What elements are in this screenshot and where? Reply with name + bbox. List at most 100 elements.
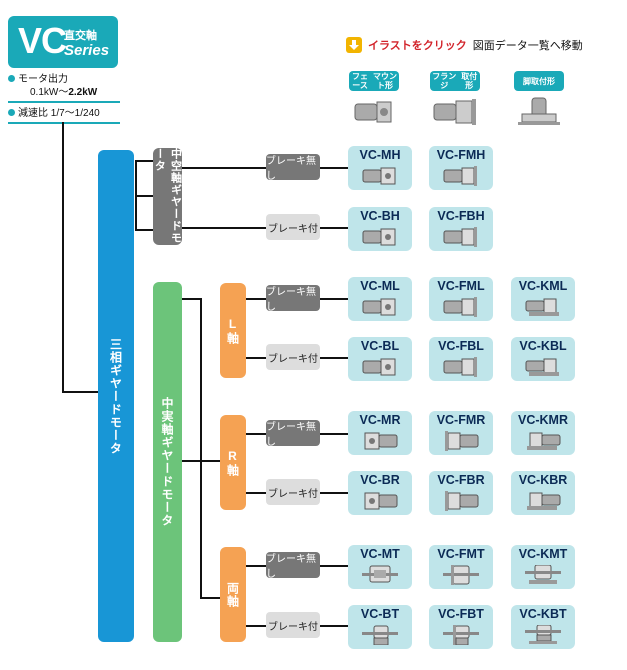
motor-icon bbox=[443, 166, 477, 186]
motor-icon bbox=[527, 492, 561, 510]
product-card[interactable]: VC-BH bbox=[348, 207, 412, 251]
product-card[interactable]: VC-FML bbox=[429, 277, 493, 321]
connector bbox=[182, 460, 202, 462]
motor-icon bbox=[445, 431, 479, 451]
flange-mount-motor-icon[interactable] bbox=[430, 96, 480, 128]
motor-icon bbox=[445, 491, 479, 511]
connector bbox=[182, 167, 266, 169]
product-name: VC-KMT bbox=[518, 547, 568, 561]
motor-icon bbox=[443, 625, 479, 645]
product-card[interactable]: VC-KBL bbox=[511, 337, 575, 381]
product-name: VC-BT bbox=[360, 607, 400, 621]
motor-icon bbox=[527, 432, 561, 450]
motor-icon bbox=[362, 565, 398, 583]
product-name: VC-FBR bbox=[437, 473, 485, 487]
product-card[interactable]: VC-ML bbox=[348, 277, 412, 321]
product-name: VC-MH bbox=[359, 148, 401, 162]
brake-none: ブレーキ無し bbox=[266, 154, 320, 182]
brake-with: ブレーキ付 bbox=[266, 479, 320, 505]
product-name: VC-FBT bbox=[438, 607, 484, 621]
illust-link-rest: 図面データ一覧へ移動 bbox=[472, 40, 583, 52]
product-card[interactable]: VC-FBL bbox=[429, 337, 493, 381]
product-card[interactable]: VC-KMT bbox=[511, 545, 575, 589]
product-name: VC-FBL bbox=[438, 339, 484, 353]
motor-icon bbox=[443, 297, 477, 317]
motor-icon bbox=[525, 358, 559, 376]
motor-icon bbox=[525, 298, 559, 316]
illust-link-text[interactable]: イラストをクリック bbox=[368, 40, 467, 52]
product-card[interactable]: VC-BT bbox=[348, 605, 412, 649]
motor-icon bbox=[443, 565, 479, 585]
spec-output-range: 0.1kW～2.2kW bbox=[30, 87, 97, 99]
product-card[interactable]: VC-BL bbox=[348, 337, 412, 381]
product-card[interactable]: VC-KMR bbox=[511, 411, 575, 455]
product-card[interactable]: VC-MR bbox=[348, 411, 412, 455]
brake-with: ブレーキ付 bbox=[266, 612, 320, 638]
connector bbox=[320, 492, 348, 494]
motor-icon bbox=[362, 167, 396, 185]
series-logo: VC 直交軸 Series bbox=[8, 16, 118, 68]
motor-icon bbox=[362, 298, 396, 316]
connector bbox=[246, 298, 266, 300]
connector bbox=[62, 391, 98, 393]
product-name: VC-KBR bbox=[518, 473, 568, 487]
logo-ja: 直交軸 bbox=[64, 30, 97, 42]
connector bbox=[182, 227, 266, 229]
logo-en: Series bbox=[64, 42, 110, 59]
product-name: VC-ML bbox=[360, 279, 400, 293]
face-mount-motor-icon[interactable] bbox=[349, 96, 399, 128]
connector bbox=[135, 229, 153, 231]
l-axis: L軸 bbox=[220, 283, 246, 378]
illust-link[interactable]: イラストをクリック 図面データ一覧へ移動 bbox=[346, 37, 583, 53]
brake-with: ブレーキ付 bbox=[266, 344, 320, 370]
product-name: VC-BL bbox=[360, 339, 400, 353]
connector bbox=[200, 298, 202, 598]
spec-output: モータ出力 bbox=[8, 74, 120, 86]
product-name: VC-KMR bbox=[518, 413, 568, 427]
product-card[interactable]: VC-FMR bbox=[429, 411, 493, 455]
product-card[interactable]: VC-FMH bbox=[429, 146, 493, 190]
product-card[interactable]: VC-MH bbox=[348, 146, 412, 190]
hollow-shaft-motor: 中空軸ギヤードモータ bbox=[153, 148, 182, 245]
product-card[interactable]: VC-FBH bbox=[429, 207, 493, 251]
bullet-icon bbox=[8, 75, 15, 82]
bullet-icon bbox=[8, 109, 15, 116]
connector bbox=[246, 565, 266, 567]
connector bbox=[246, 357, 266, 359]
product-card[interactable]: VC-BR bbox=[348, 471, 412, 515]
product-card[interactable]: VC-KBR bbox=[511, 471, 575, 515]
motor-icon bbox=[364, 492, 398, 510]
product-name: VC-FMT bbox=[437, 547, 485, 561]
product-name: VC-BH bbox=[360, 209, 400, 223]
product-card[interactable]: VC-KBT bbox=[511, 605, 575, 649]
product-card[interactable]: VC-FMT bbox=[429, 545, 493, 589]
motor-icon bbox=[525, 625, 561, 644]
connector bbox=[246, 492, 266, 494]
product-name: VC-MT bbox=[360, 547, 400, 561]
product-card[interactable]: VC-KML bbox=[511, 277, 575, 321]
spec-output-label: モータ出力 bbox=[18, 74, 68, 85]
spec-output-min: 0.1kW～ bbox=[30, 87, 69, 98]
connector bbox=[320, 357, 348, 359]
product-name: VC-KML bbox=[518, 279, 568, 293]
connector bbox=[320, 227, 348, 229]
motor-icon bbox=[362, 228, 396, 246]
product-card[interactable]: VC-FBR bbox=[429, 471, 493, 515]
connector bbox=[200, 597, 220, 599]
motor-icon bbox=[443, 357, 477, 377]
connector bbox=[246, 625, 266, 627]
product-name: VC-BR bbox=[360, 473, 400, 487]
divider bbox=[8, 101, 120, 103]
product-card[interactable]: VC-MT bbox=[348, 545, 412, 589]
product-name: VC-KBL bbox=[519, 339, 567, 353]
spec-ratio-text: 減速比 1/7～1/240 bbox=[18, 108, 100, 119]
foot-mount-motor-icon[interactable] bbox=[514, 96, 564, 128]
brake-with: ブレーキ付 bbox=[266, 214, 320, 240]
connector bbox=[200, 460, 220, 462]
product-name: VC-KBT bbox=[519, 607, 567, 621]
motor-icon bbox=[364, 432, 398, 450]
product-card[interactable]: VC-FBT bbox=[429, 605, 493, 649]
brake-none: ブレーキ無し bbox=[266, 285, 320, 313]
motor-icon bbox=[362, 358, 396, 376]
product-name: VC-FMR bbox=[436, 413, 486, 427]
